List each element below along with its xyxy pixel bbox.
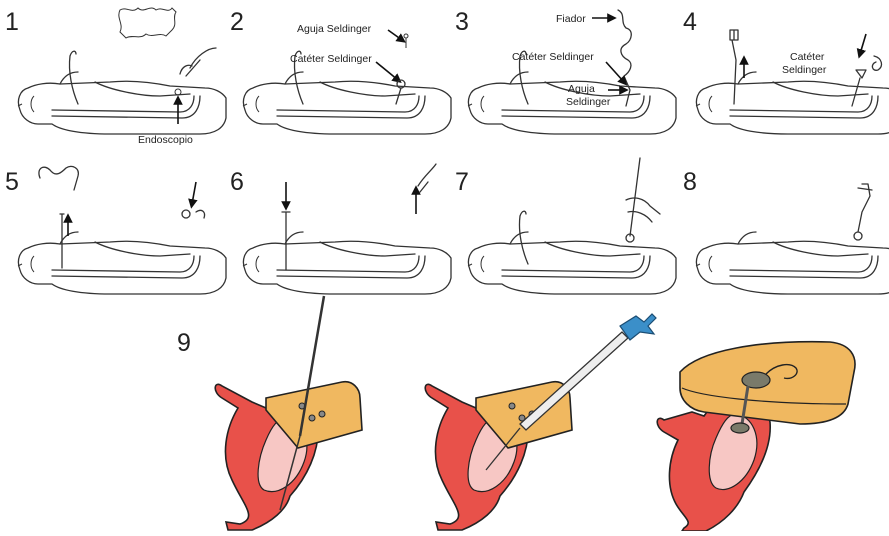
label-cateter-seldinger-3: Catéter Seldinger (512, 51, 594, 63)
step-6-panel: 6 (230, 164, 451, 294)
step-number: 8 (683, 168, 697, 196)
step-number: 9 (177, 329, 191, 357)
step-2-panel: 2 Aguja Seldinger Catéter Seldinger (230, 8, 451, 134)
step-8-panel: 8 (683, 168, 889, 294)
step-number: 3 (455, 8, 469, 36)
step-number: 4 (683, 8, 697, 36)
step-number: 7 (455, 168, 469, 196)
label-endoscopio: Endoscopio (138, 134, 193, 146)
label-seldinger: Seldinger (566, 96, 611, 108)
label-seldinger-4: Seldinger (782, 64, 827, 76)
label-cateter-seldinger: Catéter Seldinger (290, 53, 372, 65)
stomach-illustration-3 (657, 342, 855, 531)
step-5-panel: 5 (5, 166, 226, 294)
stomach-illustration-2 (425, 314, 656, 530)
step-number: 1 (5, 8, 19, 36)
step-3-panel: 3 Fiador Catéter Seldinger Aguja Selding… (455, 8, 676, 134)
label-cateter: Catéter (790, 51, 825, 63)
step-number: 5 (5, 168, 19, 196)
step-number: 6 (230, 168, 244, 196)
stomach-illustration-1 (215, 296, 362, 530)
step-number: 2 (230, 8, 244, 36)
label-fiador: Fiador (556, 13, 586, 25)
step-4-panel: 4 Catéter Seldinger (683, 8, 889, 134)
label-aguja-seldinger: Aguja Seldinger (297, 23, 372, 35)
step-1-panel: 1 Endoscopio (5, 8, 226, 146)
step-7-panel: 7 (455, 158, 676, 294)
step-9-panel: 9 (177, 296, 855, 531)
label-aguja: Aguja (568, 83, 595, 95)
